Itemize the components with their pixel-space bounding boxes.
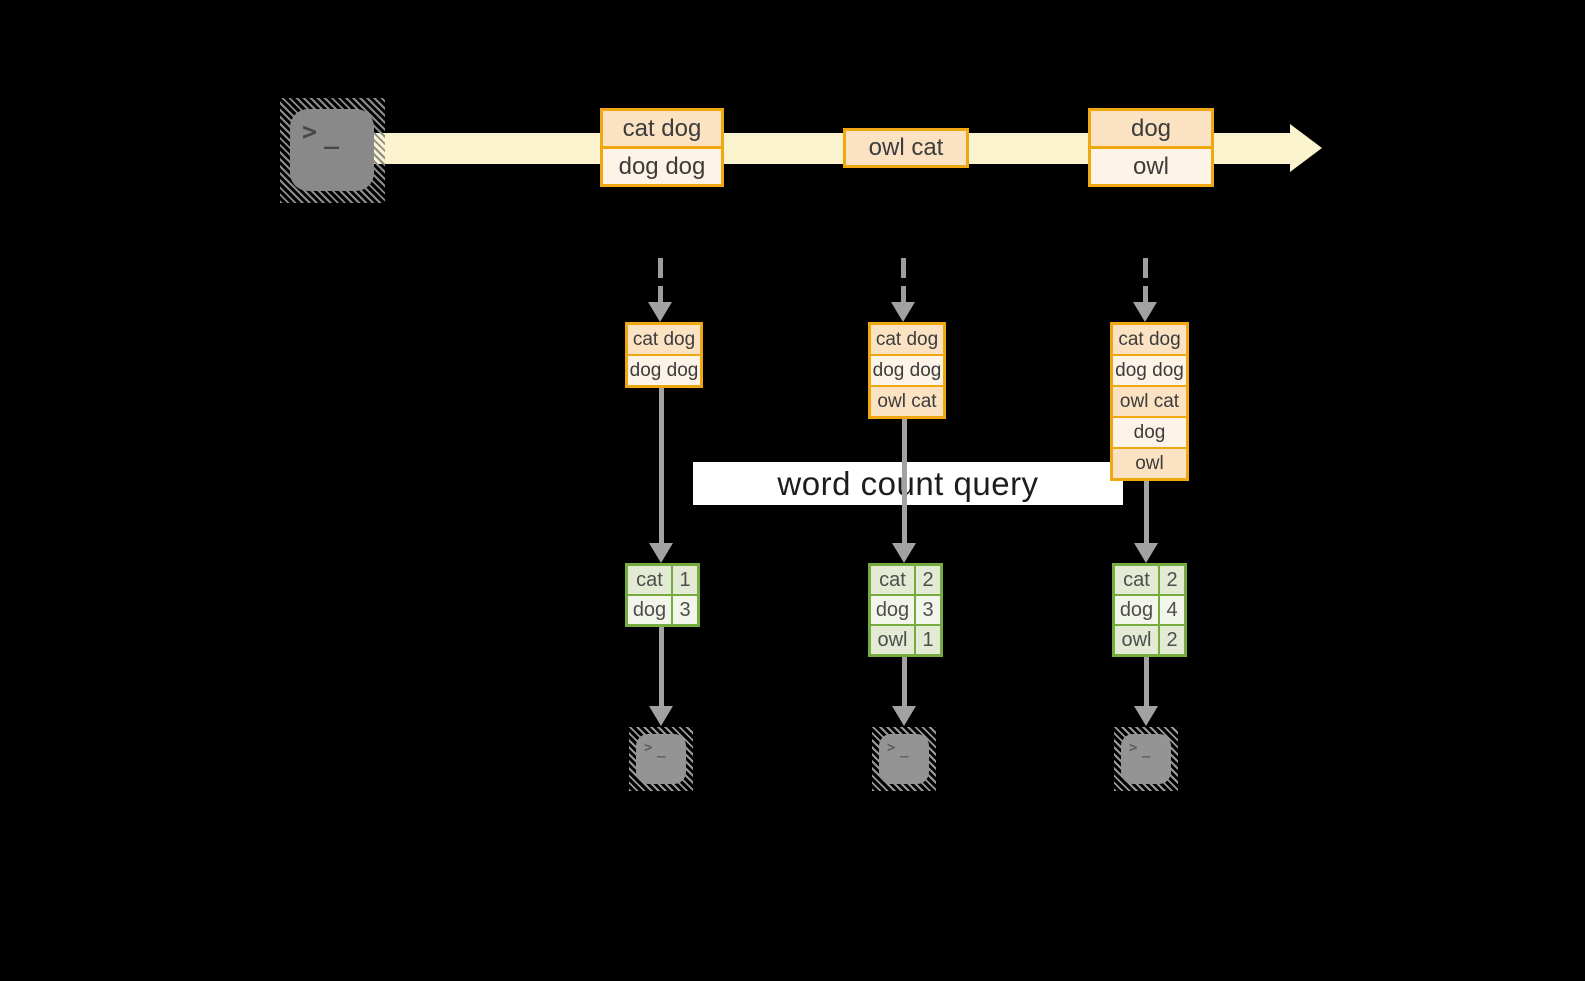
connector-line (902, 419, 907, 544)
terminal-screen: > _ (290, 109, 374, 191)
result-count-cell: 1 (916, 626, 940, 654)
event-row: owl cat (846, 131, 966, 165)
event-row: dog dog (603, 146, 721, 184)
state-row: cat dog (628, 325, 700, 354)
arrowhead-down-icon (892, 543, 916, 563)
terminal-screen: > _ (636, 734, 686, 784)
dashed-connector (901, 258, 906, 304)
event-row: cat dog (603, 111, 721, 146)
result-table-1: cat 1 dog 3 (625, 563, 700, 627)
result-count-cell: 3 (673, 596, 697, 624)
arrowhead-down-icon (649, 706, 673, 726)
connector-line (659, 627, 664, 707)
state-box-3: cat dog dog dog owl cat dog owl (1110, 322, 1189, 481)
terminal-cursor-icon: _ (657, 742, 666, 758)
result-word-cell: owl (871, 626, 914, 654)
stream-arrowhead-icon (1290, 124, 1322, 172)
dashed-connector (658, 258, 663, 304)
event-box-3: dog owl (1088, 108, 1214, 187)
dashed-connector (1143, 258, 1148, 304)
arrowhead-down-icon (649, 543, 673, 563)
terminal-screen: > _ (879, 734, 929, 784)
event-box-2: owl cat (843, 128, 969, 168)
terminal-cursor-icon: _ (900, 742, 909, 758)
result-word-cell: dog (628, 596, 671, 624)
query-label: word count query (777, 464, 1039, 502)
arrowhead-down-icon (1133, 302, 1157, 322)
event-box-1: cat dog dog dog (600, 108, 724, 187)
connector-line (1144, 481, 1149, 544)
connector-line (1144, 657, 1149, 707)
result-word-cell: cat (871, 566, 914, 594)
arrowhead-down-icon (891, 302, 915, 322)
state-row: dog dog (1113, 354, 1186, 385)
event-row: dog (1091, 111, 1211, 146)
result-word-cell: owl (1115, 626, 1158, 654)
terminal-screen: > _ (1121, 734, 1171, 784)
result-count-cell: 2 (1160, 626, 1184, 654)
result-word-cell: dog (871, 596, 914, 624)
state-row: cat dog (871, 325, 943, 354)
state-row: dog (1113, 416, 1186, 447)
arrowhead-down-icon (648, 302, 672, 322)
sink-terminal-icon: > _ (872, 727, 936, 791)
result-word-cell: dog (1115, 596, 1158, 624)
event-row: owl (1091, 146, 1211, 184)
terminal-prompt-icon: > (644, 740, 653, 756)
state-row: cat dog (1113, 325, 1186, 354)
terminal-prompt-icon: > (302, 117, 318, 146)
result-table-3: cat 2 dog 4 owl 2 (1112, 563, 1187, 657)
connector-line (902, 657, 907, 707)
state-row: owl cat (1113, 385, 1186, 416)
connector-line (659, 388, 664, 544)
result-count-cell: 4 (1160, 596, 1184, 624)
arrowhead-down-icon (1134, 543, 1158, 563)
result-count-cell: 2 (916, 566, 940, 594)
state-row: dog dog (628, 354, 700, 385)
state-box-2: cat dog dog dog owl cat (868, 322, 946, 419)
result-table-2: cat 2 dog 3 owl 1 (868, 563, 943, 657)
state-box-1: cat dog dog dog (625, 322, 703, 388)
arrowhead-down-icon (892, 706, 916, 726)
result-count-cell: 2 (1160, 566, 1184, 594)
result-word-cell: cat (1115, 566, 1158, 594)
source-terminal-icon: > _ (280, 98, 385, 203)
result-word-cell: cat (628, 566, 671, 594)
state-row: owl cat (871, 385, 943, 416)
result-count-cell: 3 (916, 596, 940, 624)
terminal-cursor-icon: _ (1142, 742, 1151, 758)
sink-terminal-icon: > _ (1114, 727, 1178, 791)
query-band: word count query (693, 462, 1123, 505)
result-count-cell: 1 (673, 566, 697, 594)
state-row: dog dog (871, 354, 943, 385)
terminal-prompt-icon: > (1129, 740, 1138, 756)
sink-terminal-icon: > _ (629, 727, 693, 791)
terminal-prompt-icon: > (887, 740, 896, 756)
arrowhead-down-icon (1134, 706, 1158, 726)
state-row: owl (1113, 447, 1186, 478)
terminal-cursor-icon: _ (324, 120, 340, 149)
